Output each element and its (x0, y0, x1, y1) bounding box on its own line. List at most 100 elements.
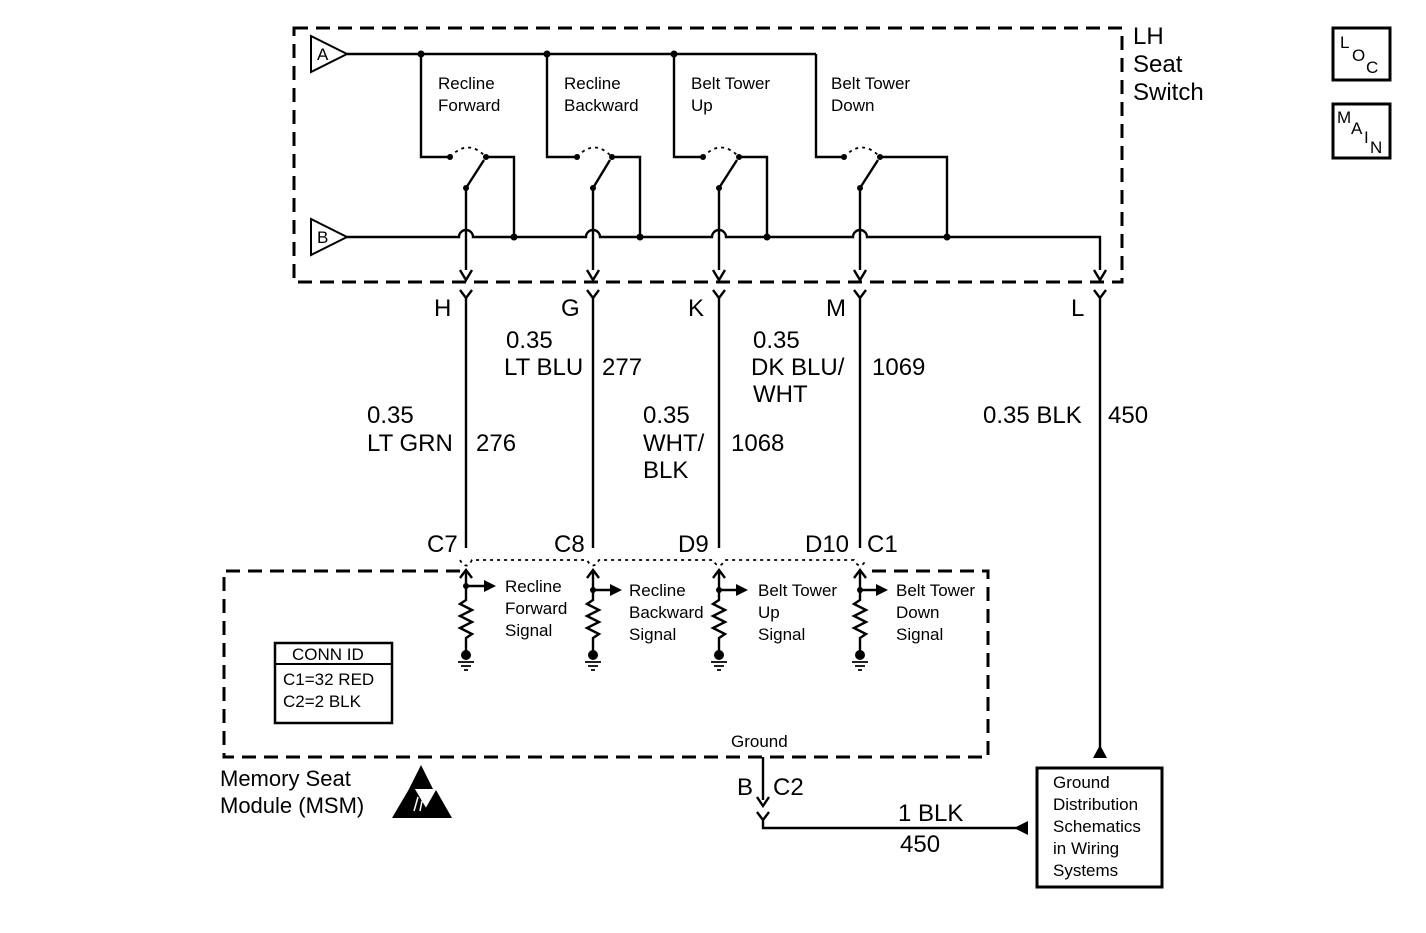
signal-recline-backward-line3: Signal (629, 625, 676, 644)
input-a-label: A (317, 45, 329, 64)
ground-dist-line2: Distribution (1053, 795, 1138, 814)
circuit-1069-number: 1069 (872, 354, 925, 381)
circuit-276-size: 0.35 (367, 402, 414, 429)
pin-l-arrow (1092, 269, 1108, 283)
loc-letter-l: L (1340, 33, 1349, 52)
ground-dist-line4: in Wiring (1053, 839, 1119, 858)
circuit-1068-color-2: BLK (643, 457, 688, 484)
main-letter-m: M (1337, 108, 1351, 127)
msm-ground-wire: B C2 1 BLK 450 (737, 757, 1028, 858)
signal-recline-forward-line1: Recline (505, 577, 562, 596)
circuit-1068-number: 1068 (731, 430, 784, 457)
circuit-1068-color-1: WHT/ (643, 430, 705, 457)
signal-recline-forward: Recline Forward Signal (457, 568, 567, 671)
signal-belt-up: Belt Tower Up Signal (710, 568, 837, 671)
ground-wire-number: 450 (900, 831, 940, 858)
position-belt-down-line1: Belt Tower (831, 74, 910, 93)
msm-name-line2: Module (MSM) (220, 793, 364, 818)
circuit-1068-size: 0.35 (643, 402, 690, 429)
circuit-277-color: LT BLU (504, 354, 583, 381)
pin-m: M (826, 295, 846, 322)
position-recline-backward-line1: Recline (564, 74, 621, 93)
circuit-450-l: L 0.35 BLK 450 (983, 289, 1148, 758)
memory-seat-module: Recline Forward Signal Recline Backward … (220, 559, 990, 818)
circuit-277-number: 277 (602, 354, 642, 381)
main-badge[interactable]: M A I N (1331, 102, 1392, 160)
circuit-450-size-color: 0.35 BLK (983, 402, 1082, 429)
msm-pin-d9: D9 (678, 531, 709, 558)
circuit-277: G 0.35 LT BLU 277 C8 (504, 289, 642, 558)
signal-recline-backward-line2: Backward (629, 603, 704, 622)
msm-name-line1: Memory Seat (220, 766, 351, 791)
ground-dist-line3: Schematics (1053, 817, 1141, 836)
msm-ground-pin-b: B (737, 774, 753, 801)
input-b-connector: B (310, 217, 350, 257)
position-recline-forward-line2: Forward (438, 96, 500, 115)
lh-seat-switch: LH Seat Switch A B (292, 23, 1204, 284)
msm-connector-c1: C1 (867, 531, 898, 558)
pin-k: K (688, 295, 704, 322)
switch-recline-backward: Recline Backward (543, 50, 644, 283)
circuit-1069-size: 0.35 (753, 327, 800, 354)
ground-dist-line1: Ground (1053, 773, 1110, 792)
input-a-connector: A (310, 34, 350, 74)
signal-recline-backward: Recline Backward Signal (584, 568, 704, 671)
bus-b (347, 228, 1102, 270)
loc-letter-c: C (1366, 58, 1378, 77)
ground-dist-line5: Systems (1053, 861, 1118, 880)
conn-id-title: CONN ID (292, 645, 364, 664)
pin-h: H (434, 295, 451, 322)
signal-belt-up-line2: Up (758, 603, 780, 622)
msm-ground-label: Ground (731, 732, 788, 751)
circuit-1069-color-2: WHT (753, 381, 808, 408)
msm-ground-connector-c2: C2 (773, 774, 804, 801)
signal-belt-up-line3: Signal (758, 625, 805, 644)
conn-id-row-c1: C1=32 RED (283, 670, 374, 689)
position-recline-forward-line1: Recline (438, 74, 495, 93)
circuit-1069-color-1: DK BLU/ (751, 354, 845, 381)
switch-recline-forward: Recline Forward (417, 50, 518, 283)
signal-belt-down: Belt Tower Down Signal (851, 568, 975, 671)
circuit-1069: M 0.35 DK BLU/ WHT 1069 D10 (751, 289, 925, 558)
signal-belt-down-line3: Signal (896, 625, 943, 644)
circuit-450-number: 450 (1108, 402, 1148, 429)
signal-recline-forward-line3: Signal (505, 621, 552, 640)
pin-g: G (561, 295, 580, 322)
switch-title-line2: Seat (1133, 51, 1183, 78)
input-b-label: B (317, 228, 328, 247)
loc-badge[interactable]: L O C (1331, 26, 1392, 82)
ground-distribution-link[interactable]: Ground Distribution Schematics in Wiring… (1035, 766, 1164, 889)
msm-pin-d10: D10 (805, 531, 849, 558)
esd-sensitive-icon (392, 765, 452, 818)
switch-belt-tower-up: Belt Tower Up (670, 50, 771, 283)
signal-recline-backward-line1: Recline (629, 581, 686, 600)
signal-belt-down-line2: Down (896, 603, 939, 622)
msm-pin-c8: C8 (554, 531, 585, 558)
signal-belt-up-line1: Belt Tower (758, 581, 837, 600)
main-letter-a: A (1351, 119, 1363, 138)
signal-belt-down-line1: Belt Tower (896, 581, 975, 600)
circuit-277-size: 0.35 (506, 327, 553, 354)
main-letter-i: I (1364, 128, 1369, 147)
switch-title-line1: LH (1133, 23, 1164, 50)
ground-wire-size-color: 1 BLK (898, 800, 963, 827)
conn-id-row-c2: C2=2 BLK (283, 692, 362, 711)
switch-belt-tower-down: Belt Tower Down (814, 54, 951, 283)
circuit-276-color: LT GRN (367, 430, 453, 457)
position-belt-down-line2: Down (831, 96, 874, 115)
switch-boundary (292, 26, 1124, 284)
conn-id-table: CONN ID C1=32 RED C2=2 BLK (273, 641, 394, 725)
circuit-1068: K 0.35 WHT/ BLK 1068 D9 (643, 289, 784, 558)
switch-title-line3: Switch (1133, 79, 1204, 106)
pin-l: L (1071, 295, 1084, 322)
msm-pin-c7: C7 (427, 531, 458, 558)
position-recline-backward-line2: Backward (564, 96, 639, 115)
c1-connector-outline (459, 559, 867, 567)
signal-recline-forward-line2: Forward (505, 599, 567, 618)
loc-letter-o: O (1352, 46, 1365, 65)
position-belt-up-line2: Up (691, 96, 713, 115)
position-belt-up-line1: Belt Tower (691, 74, 770, 93)
main-letter-n: N (1370, 138, 1382, 157)
circuit-276: H 0.35 LT GRN 276 C7 (367, 289, 516, 558)
